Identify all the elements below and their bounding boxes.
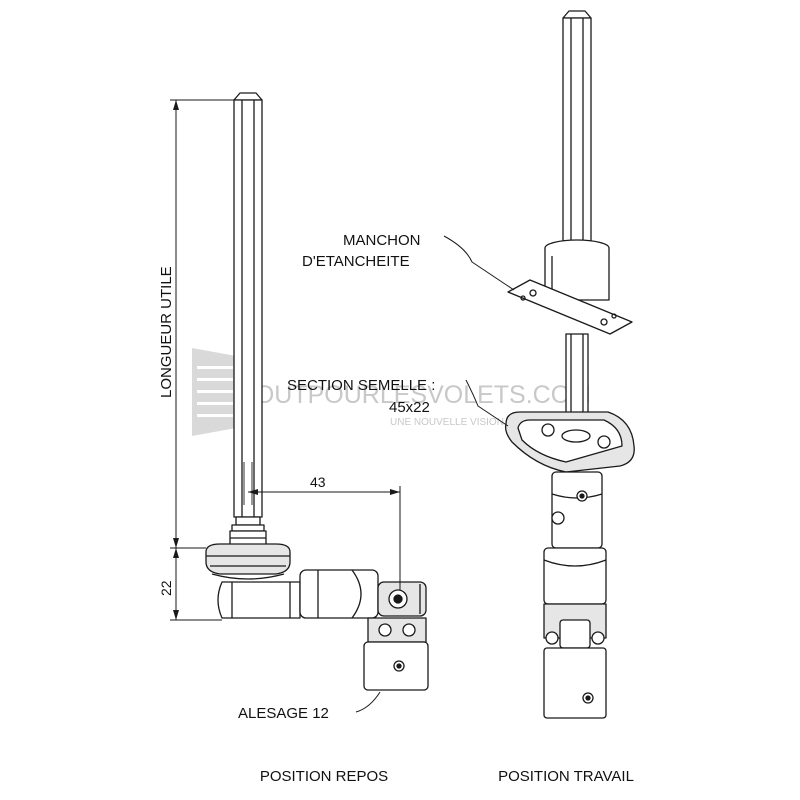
section-label-line1: SECTION SEMELLE : bbox=[287, 377, 435, 394]
repos-shaft bbox=[233, 92, 263, 518]
alesage-leader bbox=[355, 691, 381, 713]
repos-collar bbox=[229, 516, 267, 546]
travail-assembly bbox=[504, 10, 635, 719]
watermark: TOUTPOURLESVOLETS.COM UNE NOUVELLE VISIO… bbox=[192, 348, 591, 436]
dimension-22-label: 22 bbox=[158, 580, 174, 596]
caption-position-travail: POSITION TRAVAIL bbox=[498, 768, 634, 785]
dimension-longueur bbox=[170, 99, 234, 549]
manchon-label-line2: D'ETANCHEITE bbox=[302, 253, 410, 270]
travail-semelle bbox=[504, 411, 635, 473]
repos-lower-stub bbox=[217, 581, 301, 619]
travail-lower-cardan bbox=[543, 547, 607, 649]
travail-sleeve bbox=[544, 239, 610, 301]
section-leader bbox=[465, 379, 509, 427]
travail-shaft bbox=[562, 10, 592, 249]
alesage-label: ALESAGE 12 bbox=[238, 705, 329, 722]
dimension-longueur-label: LONGUEUR UTILE bbox=[158, 266, 175, 398]
dimension-43 bbox=[248, 486, 401, 590]
section-label-line2: 45x22 bbox=[389, 399, 430, 416]
travail-plate bbox=[507, 279, 633, 335]
watermark-title: TOUTPOURLESVOLETS.COM bbox=[240, 381, 591, 409]
dimension-22 bbox=[170, 548, 222, 621]
travail-shaft-lower bbox=[565, 333, 589, 419]
dimension-43-label: 43 bbox=[310, 474, 326, 490]
travail-upper-cardan bbox=[551, 471, 603, 549]
travail-tube bbox=[543, 647, 607, 719]
manchon-label-line1: MANCHON bbox=[343, 232, 421, 249]
manchon-leader bbox=[443, 235, 515, 291]
watermark-logo bbox=[192, 348, 236, 436]
watermark-tagline: UNE NOUVELLE VISION DES VOLETS bbox=[390, 417, 570, 428]
repos-assembly bbox=[205, 92, 429, 691]
repos-base bbox=[205, 543, 291, 580]
repos-tube bbox=[363, 617, 429, 691]
repos-cardan bbox=[299, 569, 427, 619]
caption-position-repos: POSITION REPOS bbox=[260, 768, 388, 785]
